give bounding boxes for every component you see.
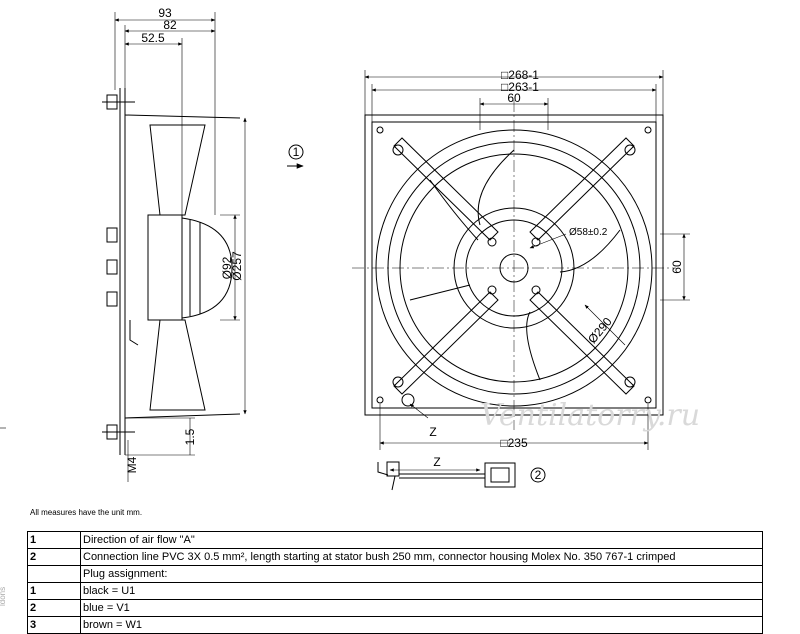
legend-number: 1 xyxy=(27,531,81,549)
side-view xyxy=(0,12,247,482)
legend-text: Connection line PVC 3X 0.5 mm², length s… xyxy=(80,548,763,566)
legend-row: 1 black = U1 xyxy=(27,582,763,600)
watermark: Ventilatorry.ru xyxy=(480,398,700,433)
dim-square-268: □268-1 xyxy=(501,68,539,82)
legend-number: 2 xyxy=(27,599,81,617)
legend-row: 3 brown = W1 xyxy=(27,616,763,634)
dim-60-right: 60 xyxy=(670,260,684,274)
callout-1-symbol xyxy=(287,144,304,169)
legend-text: Direction of air flow "A" xyxy=(80,531,763,549)
dim-52-5: 52.5 xyxy=(141,31,165,45)
legend-row: Plug assignment: xyxy=(27,565,763,583)
legend-row: 2 blue = V1 xyxy=(27,599,763,617)
label-z-cable: Z xyxy=(433,455,440,469)
dim-square-263: □263-1 xyxy=(501,80,539,94)
cable-detail xyxy=(377,461,546,491)
dim-82: 82 xyxy=(163,18,177,32)
legend-row: 2 Connection line PVC 3X 0.5 mm², length… xyxy=(27,548,763,566)
legend-number: 3 xyxy=(27,616,81,634)
dim-dia-92: Ø92 xyxy=(220,256,234,279)
units-note: All measures have the unit mm. xyxy=(30,508,143,517)
label-z-front: Z xyxy=(429,425,436,439)
front-view xyxy=(352,70,690,450)
legend-number: 2 xyxy=(27,548,81,566)
legend-text: brown = W1 xyxy=(80,616,763,634)
dim-dia-257: Ø257 xyxy=(230,251,244,281)
legend-text: Plug assignment: xyxy=(80,565,763,583)
legend-number: 1 xyxy=(27,582,81,600)
legend-row: 1 Direction of air flow "A" xyxy=(27,531,763,549)
dim-93: 93 xyxy=(158,6,172,20)
dim-m4: M4 xyxy=(125,456,139,473)
dim-1-5: 1.5 xyxy=(183,428,197,445)
dim-60-top: 60 xyxy=(507,91,521,105)
dim-square-235: □235 xyxy=(500,436,528,450)
side-mark: ldons xyxy=(0,586,7,606)
callout-1-label: 1 xyxy=(293,145,300,159)
legend-text: black = U1 xyxy=(80,582,763,600)
legend-number xyxy=(27,565,81,583)
callout-2-label: 2 xyxy=(535,468,542,482)
dim-dia-58: Ø58±0.2 xyxy=(569,227,608,238)
legend-text: blue = V1 xyxy=(80,599,763,617)
legend-table: 1 Direction of air flow "A" 2 Connection… xyxy=(27,531,763,634)
fan-technical-drawing: 93 82 52.5 Ø92 Ø257 1.5 M4 1 xyxy=(0,6,700,491)
